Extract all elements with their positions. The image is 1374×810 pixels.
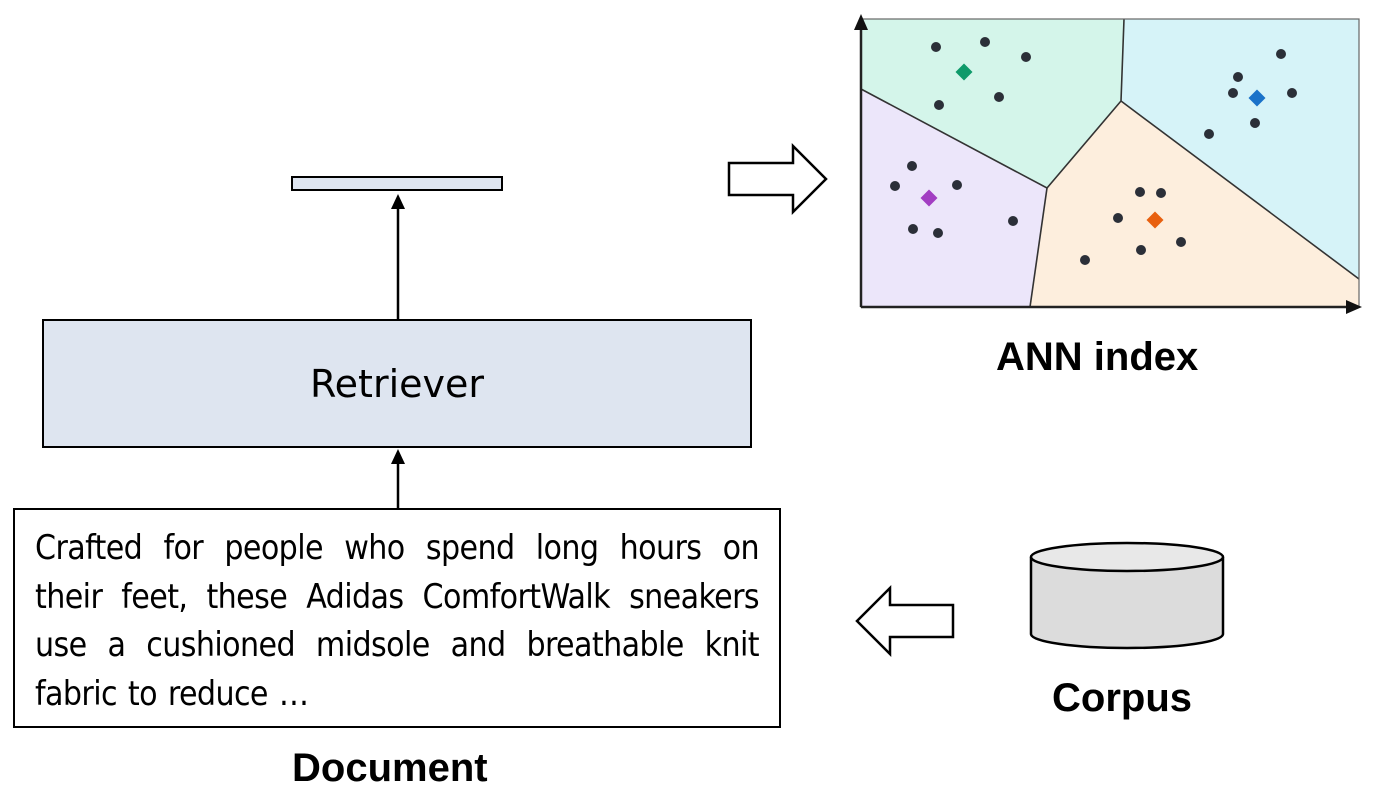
block-arrow-left-icon <box>855 584 955 658</box>
vector-point <box>1136 245 1146 255</box>
centroid-diamond-top-right <box>1248 89 1266 107</box>
vector-point <box>1228 88 1238 98</box>
ann-index-plot <box>854 14 1362 314</box>
voronoi-region-top-left <box>861 19 1124 188</box>
centroid-diamond-left <box>920 189 938 207</box>
arrowhead-up-icon <box>391 194 405 209</box>
corpus-database-icon <box>1029 541 1225 650</box>
centroid-diamond-top-left <box>955 63 973 81</box>
vector-point <box>907 161 917 171</box>
voronoi-edge <box>860 18 1125 190</box>
embedding-vector-bar <box>291 176 503 191</box>
vector-point <box>1233 72 1243 82</box>
arrowhead-up-icon <box>391 449 405 464</box>
document-box: Crafted for people who spend long hours … <box>13 508 781 728</box>
vector-point <box>1008 216 1018 226</box>
centroid-diamond-bottom-right <box>1146 211 1164 229</box>
document-caption: Document <box>292 746 488 790</box>
vector-point <box>1135 187 1145 197</box>
vector-point <box>980 37 990 47</box>
vector-point <box>890 181 900 191</box>
y-axis-arrowhead-icon <box>854 14 868 30</box>
vector-point <box>1113 213 1123 223</box>
vector-point <box>1176 237 1186 247</box>
block-arrow-right-icon <box>727 142 828 216</box>
voronoi-region-bottom-right <box>1030 101 1359 307</box>
retriever-box: Retriever <box>42 319 752 448</box>
vector-point <box>1276 49 1286 59</box>
vector-point <box>1021 52 1031 62</box>
vector-point <box>931 42 941 52</box>
vector-point <box>994 92 1004 102</box>
vector-point <box>1250 118 1260 128</box>
retriever-label: Retriever <box>309 361 485 406</box>
x-axis-arrowhead-icon <box>1346 300 1362 314</box>
ann-index-caption: ANN index <box>996 335 1199 379</box>
vector-point <box>1204 129 1214 139</box>
vector-point <box>1156 188 1166 198</box>
voronoi-edge <box>1120 100 1360 280</box>
vector-point <box>934 100 944 110</box>
vector-point <box>1080 255 1090 265</box>
vector-point <box>1287 88 1297 98</box>
vector-point <box>933 228 943 238</box>
voronoi-region-left <box>861 89 1047 307</box>
vector-point <box>952 180 962 190</box>
voronoi-region-top-right <box>1121 19 1359 279</box>
vector-point <box>908 224 918 234</box>
voronoi-edge <box>1029 187 1048 308</box>
document-text: Crafted for people who spend long hours … <box>35 528 760 713</box>
corpus-caption: Corpus <box>1052 676 1192 720</box>
